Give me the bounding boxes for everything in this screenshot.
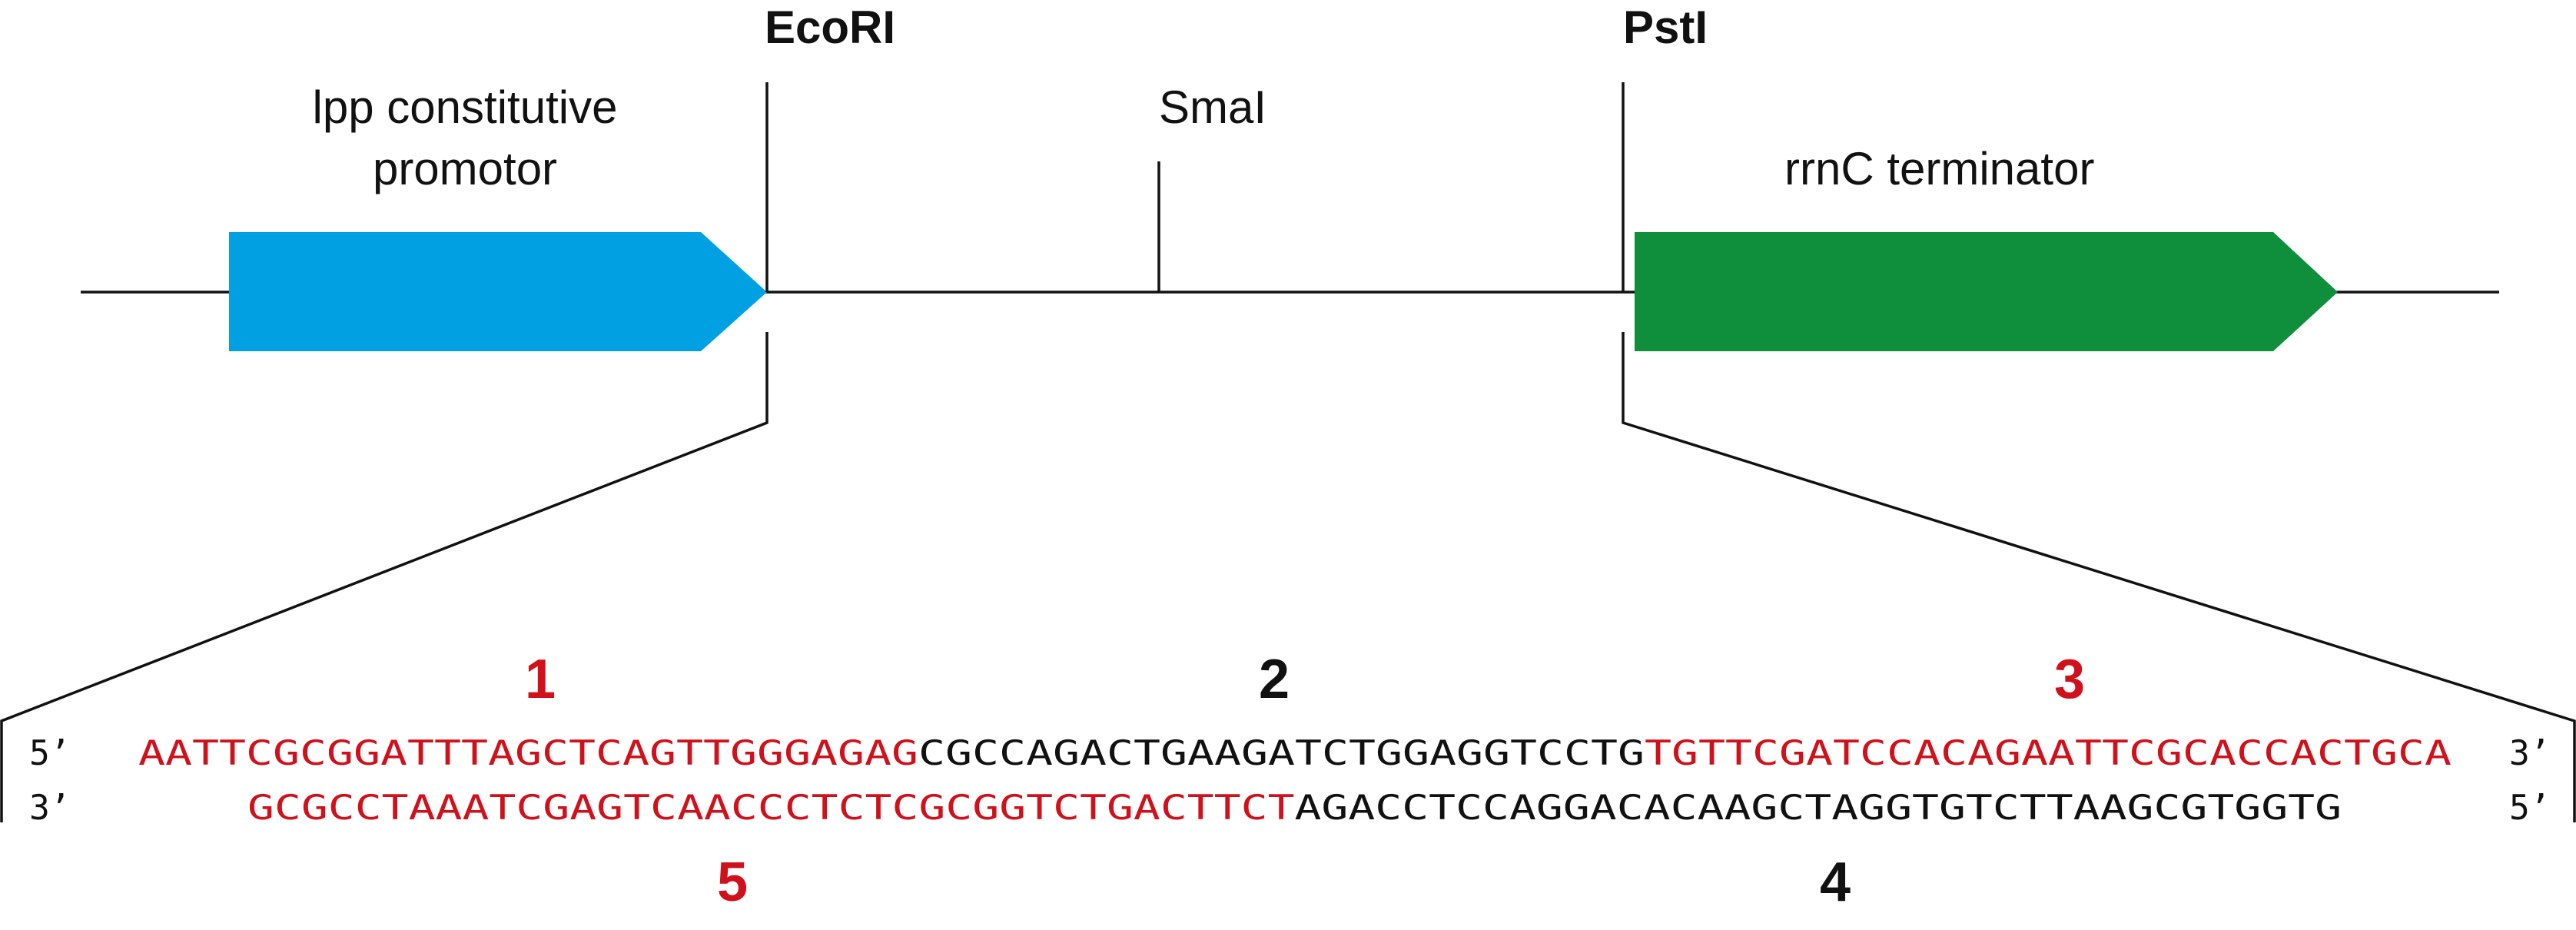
oligo-number-2: 2 — [1259, 649, 1290, 710]
oligo-number-4: 4 — [1820, 852, 1851, 913]
bottom-strand-5prime: 5’ — [2509, 789, 2551, 828]
bottom-strand-oligo-5: GCGCCTAAATCGAGTCAACCCTCTCGCGGTCTGACTTCT — [247, 789, 1295, 828]
terminator-label: rrnC terminator — [1784, 143, 2094, 194]
top-strand-oligo-3: TGTTCGATCCACAGAATTCGCACCACTGCA — [1645, 734, 2452, 773]
promoter-label-line1: lpp constitutive — [313, 81, 618, 133]
ecori-label: EcoRI — [765, 2, 895, 53]
promoter-arrow — [229, 232, 767, 351]
bottom-strand-oligo-4: AGACCTCCAGGACACAAGCTAGGTGTCTTAAGCGTGGTG — [1295, 789, 2342, 828]
bottom-strand-3prime: 3’ — [29, 789, 71, 828]
oligo-number-3: 3 — [2054, 649, 2085, 710]
top-strand-5prime: 5’ — [29, 734, 71, 773]
top-strand-oligo-1: AATTCGCGGATTTAGCTCAGTTGGGAGAG — [138, 734, 918, 773]
terminator-arrow — [1635, 232, 2338, 351]
top-strand-3prime: 3’ — [2509, 734, 2551, 773]
zoom-bracket-right — [1622, 332, 2576, 822]
oligo-number-1: 1 — [525, 649, 556, 710]
promoter-label-line2: promotor — [373, 143, 557, 194]
top-strand-oligo-2: CGCCAGACTGAAGATCTGGAGGTCCTG — [918, 734, 1645, 773]
smai-label: SmaI — [1159, 81, 1266, 133]
oligo-number-5: 5 — [717, 852, 748, 913]
zoom-bracket-left — [0, 332, 768, 822]
psti-label: PstI — [1623, 2, 1708, 53]
